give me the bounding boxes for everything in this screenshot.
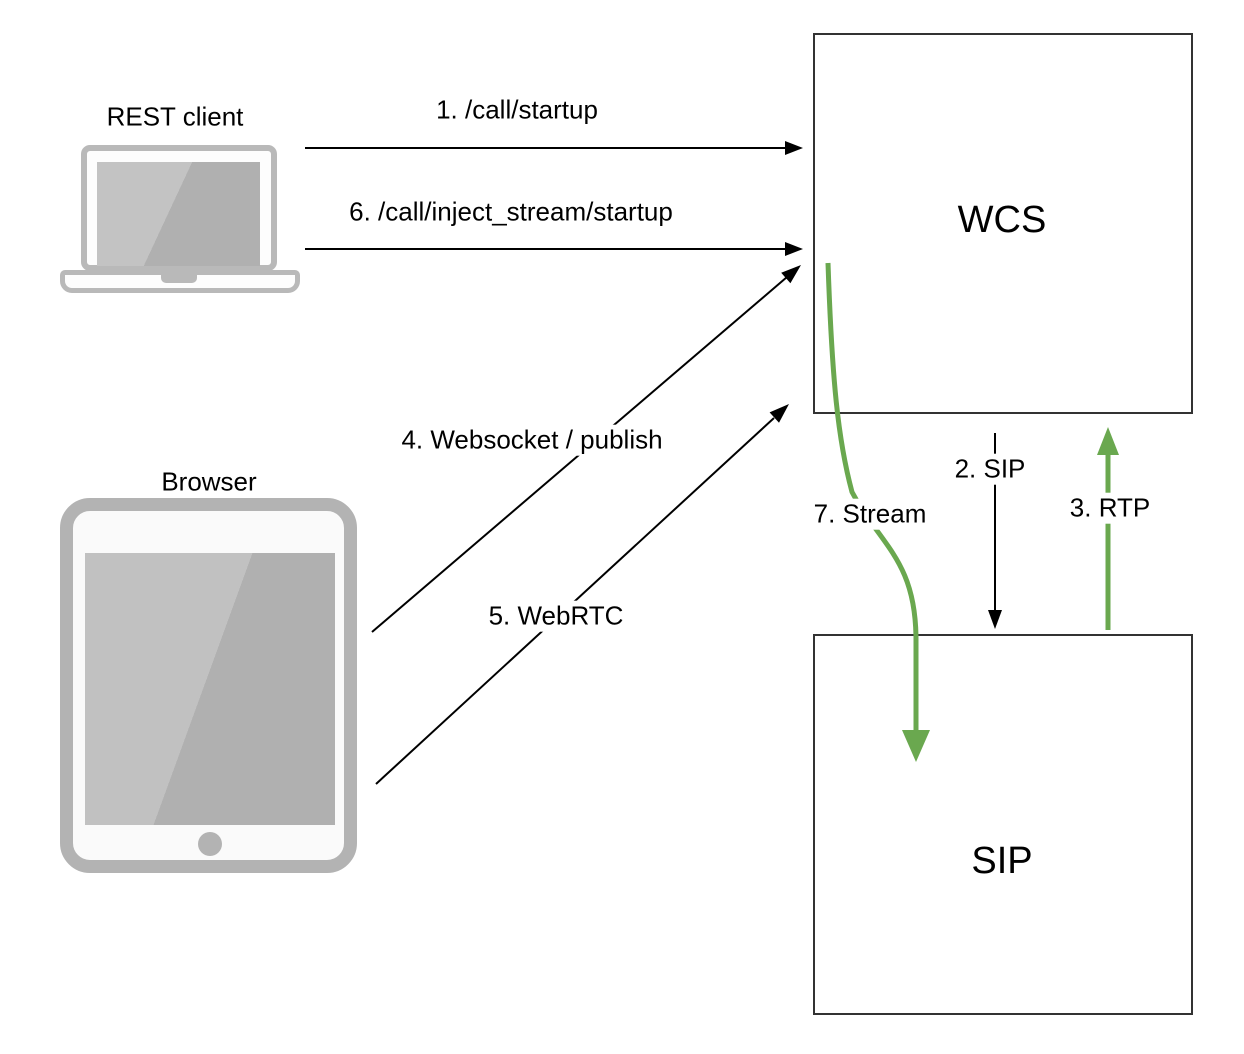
edge-label-stream: 7. Stream bbox=[808, 498, 932, 530]
edge-label-sip: 2. SIP bbox=[949, 453, 1031, 485]
laptop-screen bbox=[97, 162, 260, 266]
edge-label-rtp: 3. RTP bbox=[1064, 492, 1156, 524]
rest-client-label: REST client bbox=[106, 101, 244, 132]
browser-label: Browser bbox=[161, 466, 257, 497]
edge-label-inject-stream-startup: 6. /call/inject_stream/startup bbox=[344, 196, 678, 228]
edge-label-websocket-publish: 4. Websocket / publish bbox=[396, 424, 668, 456]
laptop-notch bbox=[161, 275, 197, 283]
wcs-box bbox=[813, 33, 1193, 414]
sip-box bbox=[813, 634, 1193, 1015]
tablet-home-button-icon bbox=[198, 832, 222, 856]
tablet-screen bbox=[85, 553, 335, 825]
sip-box-title: SIP bbox=[971, 840, 1033, 883]
wcs-box-title: WCS bbox=[957, 199, 1047, 242]
edge-label-call-startup: 1. /call/startup bbox=[431, 94, 603, 126]
edge-label-webrtc: 5. WebRTC bbox=[483, 600, 629, 632]
